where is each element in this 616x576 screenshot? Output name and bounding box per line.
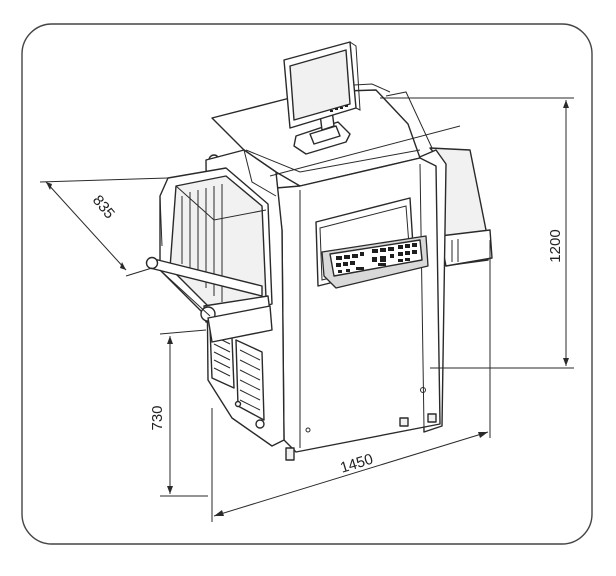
depth-dimension-label: 835: [89, 192, 118, 222]
xray-scanner-machine: [145, 41, 493, 461]
height-dimension-label: 1200: [547, 229, 564, 262]
dimension-arrowheads: [46, 100, 569, 516]
entrance-tunnel: [145, 167, 273, 343]
tunnel-height-dimension-label: 730: [149, 405, 166, 430]
dimension-lines: [39, 97, 574, 522]
length-dimension-label: 1450: [338, 451, 375, 477]
diagram-frame: [21, 23, 593, 545]
monitor: [283, 41, 361, 155]
control-keypad: [321, 235, 429, 289]
side-vents: [209, 327, 265, 421]
